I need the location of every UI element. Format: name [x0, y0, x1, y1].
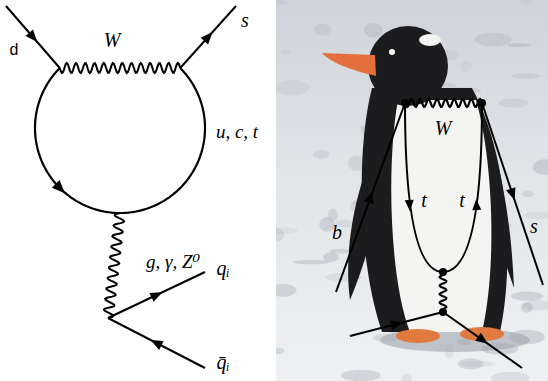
snow-texture	[523, 300, 548, 311]
arrow-head	[390, 321, 403, 331]
feynman-diagram	[6, 6, 236, 368]
snow-texture	[533, 159, 548, 174]
label-anchor: t	[459, 189, 465, 211]
particle-label: s	[530, 215, 538, 237]
particle-label: q̄ᵢ	[216, 351, 229, 373]
label-anchor: b	[332, 221, 342, 243]
snow-texture	[293, 260, 330, 264]
label-anchor: u, c, t	[216, 122, 258, 143]
fermion-line	[482, 103, 543, 285]
label-anchor: qᵢ	[216, 257, 229, 279]
boson-line	[440, 275, 447, 309]
penguin-beak	[322, 53, 376, 76]
particle-label: t	[459, 189, 465, 211]
particle-label: qᵢ	[216, 257, 229, 279]
snow-ground	[276, 0, 548, 381]
snow-texture	[511, 73, 540, 79]
vertex-dot	[439, 308, 447, 316]
snow-texture	[520, 0, 532, 5]
boson-line	[60, 63, 180, 73]
arrow-head	[151, 340, 164, 350]
snow-texture	[276, 284, 296, 297]
snow-texture	[511, 292, 543, 301]
arrow-head	[52, 180, 65, 193]
particle-label: b	[332, 221, 342, 243]
particle-label: g, γ, Z⁰	[146, 252, 200, 273]
label-anchor: s	[241, 9, 249, 31]
snow-texture	[276, 227, 298, 233]
particle-label: d	[10, 41, 19, 59]
arrow-head	[475, 333, 488, 344]
arrow-head	[506, 187, 515, 200]
boson-line	[104, 213, 124, 318]
label-anchor: q̄ᵢ	[216, 351, 229, 373]
arrow-head	[405, 200, 414, 211]
penguin-body	[362, 88, 508, 332]
penguin-head	[368, 26, 448, 106]
snow-texture	[458, 358, 484, 369]
snow-texture	[312, 150, 329, 158]
penguin-foot	[396, 329, 440, 343]
snow-texture	[276, 80, 310, 96]
particle-label: u, c, t	[216, 122, 258, 143]
particle-label: t	[421, 189, 427, 211]
penguin-overlay-diagram	[336, 99, 543, 368]
vertex-dot	[478, 99, 486, 107]
label-anchor: W	[104, 29, 121, 51]
quark-loop	[35, 68, 205, 213]
arrow-head	[472, 199, 481, 210]
snow-texture	[499, 98, 529, 107]
snow-texture	[522, 191, 534, 198]
snow-texture	[281, 49, 292, 54]
snow-texture	[460, 61, 472, 73]
arrow-head	[26, 30, 38, 42]
penguin-head-patch	[419, 34, 441, 46]
particle-label: W	[435, 117, 452, 139]
label-anchor: s	[530, 215, 538, 237]
snow-texture	[276, 0, 288, 5]
snow-texture	[364, 23, 383, 38]
label-anchor: g, γ, Z⁰	[146, 252, 200, 273]
label-anchor: W	[435, 117, 452, 139]
label-anchor: d	[10, 41, 19, 59]
penguin-belly	[391, 100, 491, 332]
snow-texture	[475, 33, 512, 47]
snow-texture	[276, 348, 285, 355]
vertex-dot	[439, 268, 447, 276]
label-anchor: t	[421, 189, 427, 211]
arrow-head	[364, 191, 373, 204]
snow-texture	[323, 252, 339, 261]
fermion-line	[6, 6, 60, 68]
fermion-line	[108, 272, 205, 318]
fermion-line	[108, 318, 205, 368]
penguin-photo	[276, 0, 548, 381]
vertex-dot	[401, 99, 409, 107]
snow-texture	[507, 43, 531, 47]
snow-texture	[402, 374, 412, 381]
snow-texture	[341, 370, 381, 381]
fermion-line	[443, 312, 522, 368]
snow-texture	[491, 372, 530, 381]
particle-label: s	[241, 9, 249, 31]
penguin-eye	[389, 49, 395, 55]
arrow-head	[201, 32, 213, 44]
fermion-line	[336, 103, 405, 292]
boson-line	[405, 99, 482, 107]
fermion-line	[350, 312, 443, 336]
snow-texture	[314, 24, 331, 36]
fermion-line	[180, 6, 236, 68]
particle-label: W	[104, 29, 121, 51]
arrow-head	[149, 292, 162, 302]
